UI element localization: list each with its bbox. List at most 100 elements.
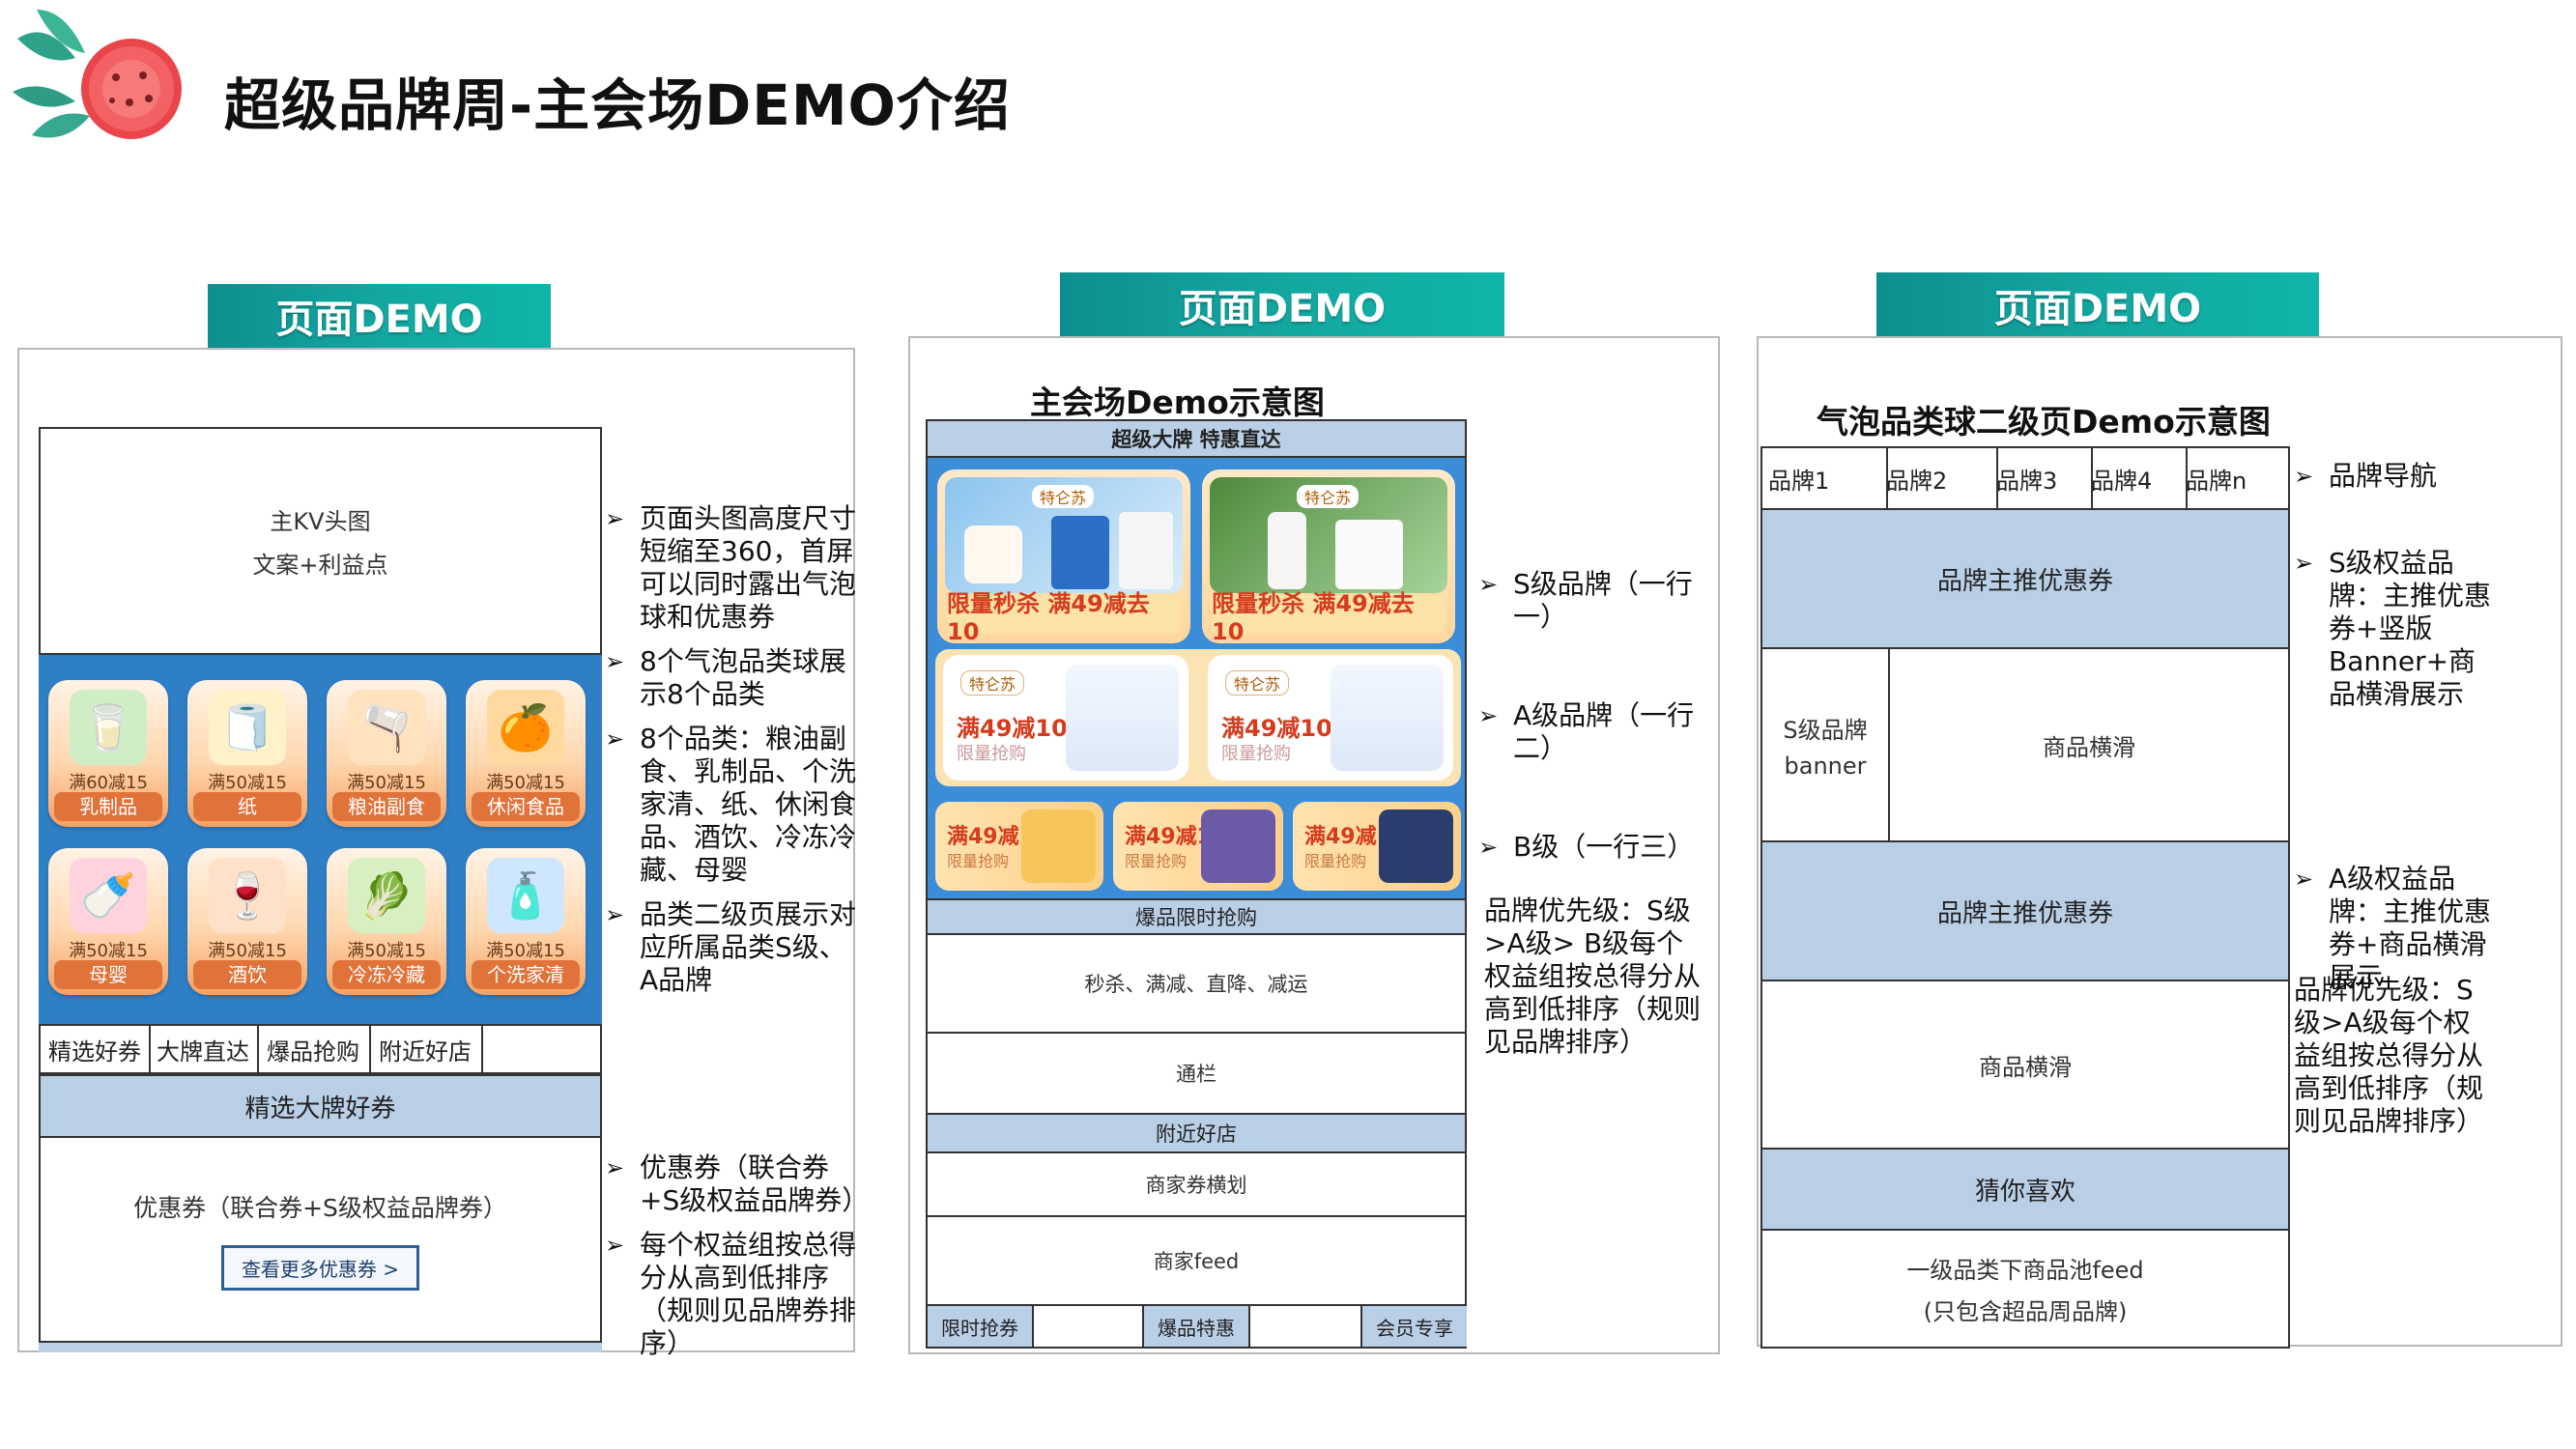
category-price: 满50减15	[347, 773, 426, 793]
milk-box-icon	[1066, 665, 1179, 771]
brand-tag: 特仑苏	[1297, 485, 1360, 508]
category-name: 粮油副食	[332, 792, 441, 821]
product-image: 特仑苏	[945, 477, 1183, 593]
milk-box-icon	[1119, 512, 1173, 589]
milk-box-icon	[1335, 520, 1403, 589]
category-price: 满50减15	[208, 941, 287, 961]
banner-line2: banner	[1784, 752, 1867, 780]
milk-bottle-icon	[1268, 512, 1306, 589]
cookie-pack-icon	[1379, 810, 1453, 883]
bottle-icon	[1200, 810, 1275, 883]
promo-price: 满49减10	[957, 715, 1068, 742]
category-name: 休闲食品	[472, 792, 580, 821]
promo-s-1[interactable]: 特仑苏 限量秒杀 满49减去10	[937, 469, 1190, 643]
category-price: 满50减15	[347, 941, 426, 961]
promo-sub: 限量抢购	[1304, 852, 1367, 870]
note-item: 页面头图高度尺寸短缩至360，首屏可以同时露出气泡球和优惠券	[605, 502, 856, 634]
nav-item-coupons[interactable]: 精选好券	[41, 1026, 151, 1072]
coupon-section: 优惠券（联合券+S级权益品牌券） 查看更多优惠券 >	[39, 1138, 602, 1343]
s-brand-banner: S级品牌 banner	[1760, 649, 1890, 842]
demo2-note-s: S级品牌（一行一）	[1478, 568, 1720, 645]
category-name: 冷冻冷藏	[332, 960, 441, 989]
demo2-header-bar: 超级大牌 特惠直达	[926, 419, 1467, 458]
note-s-brand: S级权益品牌：主推优惠券+竖版Banner+商品横滑展示	[2294, 547, 2501, 711]
demo3-subtitle: 气泡品类球二级页Demo示意图	[1817, 403, 2271, 440]
tab-hot-deals[interactable]: 爆品特惠	[1142, 1306, 1250, 1347]
banner-row: 通栏	[926, 1034, 1467, 1115]
demo3-tab: 页面DEMO	[1876, 272, 2319, 338]
guess-you-like: 猜你喜欢	[1760, 1150, 2290, 1231]
promo-sub: 限量抢购	[1221, 744, 1291, 764]
note-item: 优惠券（联合券+S级权益品牌券）	[605, 1151, 869, 1217]
brand-tab[interactable]: 品牌2	[1880, 448, 1998, 508]
promo-ribbon: 限量秒杀 满49减去10	[1212, 590, 1445, 643]
note-brand-nav: 品牌导航	[2294, 460, 2555, 493]
demo1-nav-bar: 精选好券 大牌直达 爆品抢购 附近好店	[39, 1024, 602, 1074]
snack-pack-icon	[1021, 810, 1096, 883]
note-s-level: S级品牌（一行一）	[1478, 568, 1720, 634]
nav-item-nearby[interactable]: 附近好店	[369, 1026, 483, 1072]
note-item: 8个品类：粮油副食、乳制品、个洗家清、纸、休闲食品、酒饮、冷冻冷藏、母婴	[605, 723, 856, 887]
section-title-coupons: 精选大牌好券	[39, 1074, 602, 1138]
brand-tab[interactable]: 品牌n	[2186, 467, 2247, 495]
promo-b-3[interactable]: 满49减10 限量抢购	[1293, 802, 1461, 891]
nearby-title: 附近好店	[926, 1115, 1467, 1153]
tab-member[interactable]: 会员专享	[1360, 1306, 1467, 1347]
wine-icon: 🍷	[209, 858, 286, 933]
more-coupons-button[interactable]: 查看更多优惠券 >	[220, 1244, 420, 1291]
milk-glass-icon	[964, 526, 1022, 583]
oil-icon: 🫗	[348, 690, 425, 765]
promo-sub: 限量抢购	[947, 852, 1010, 870]
promo-sub: 限量抢购	[1125, 852, 1188, 870]
demo2-note-b: B级（一行三）	[1478, 831, 1720, 875]
promo-a-2[interactable]: 特仑苏 满49减10 限量抢购	[1208, 655, 1453, 781]
category-name: 乳制品	[54, 792, 162, 821]
demo3-note-nav: 品牌导航	[2294, 460, 2555, 504]
page-title: 超级品牌周-主会场DEMO介绍	[224, 72, 1011, 138]
brand-tag: 特仑苏	[1225, 670, 1290, 696]
nav-item-hot[interactable]: 爆品抢购	[257, 1026, 371, 1072]
demo3-note-a: A级权益品牌：主推优惠券+商品横滑展示	[2294, 863, 2501, 1006]
feed-line1: 一级品类下商品池feed	[1906, 1257, 2144, 1284]
logo	[8, 0, 182, 164]
a-brand-goods-scroll[interactable]: 商品横滑	[1760, 981, 2290, 1150]
demo2-promo-area: 特仑苏 限量秒杀 满49减去10 特仑苏 限量秒杀 满49减去10 特仑苏 满4…	[926, 458, 1467, 898]
tab-flash-coupon[interactable]: 限时抢券	[928, 1306, 1034, 1347]
category-price: 满50减15	[208, 773, 287, 793]
flash-sale-title: 爆品限时抢购	[926, 898, 1467, 935]
category-feed: 一级品类下商品池feed (只包含超品周品牌)	[1760, 1231, 2290, 1349]
note-a-brand: A级权益品牌：主推优惠券+商品横滑展示	[2294, 863, 2501, 994]
note-b-level: B级（一行三）	[1478, 831, 1720, 864]
brand-tab[interactable]: 品牌1	[1762, 448, 1888, 508]
baby-bottle-icon: 🍼	[70, 858, 147, 933]
milk-box-icon	[1051, 516, 1109, 589]
note-item: 品类二级页展示对应所属品类S级、A品牌	[605, 898, 856, 997]
kv-line2: 文案+利益点	[252, 552, 388, 579]
promo-sub: 限量抢购	[957, 744, 1026, 764]
demo2-subtitle: 主会场Demo示意图	[1030, 384, 1325, 421]
tissue-icon: 🧻	[209, 690, 286, 765]
promo-ribbon: 限量秒杀 满49减去10	[947, 590, 1181, 643]
s-brand-goods-scroll[interactable]: 商品横滑	[1890, 649, 2290, 842]
coupon-text: 优惠券（联合券+S级权益品牌券）	[133, 1193, 507, 1222]
merchant-feed-row: 商家feed	[926, 1217, 1467, 1306]
nav-item-brands[interactable]: 大牌直达	[149, 1026, 259, 1072]
product-image: 特仑苏	[1210, 477, 1447, 593]
promo-b-2[interactable]: 满49减10 限量抢购	[1113, 802, 1283, 891]
category-price: 满50减15	[486, 941, 565, 961]
promo-s-2[interactable]: 特仑苏 限量秒杀 满49减去10	[1202, 469, 1455, 643]
promo-a-1[interactable]: 特仑苏 满49减10 限量抢购	[943, 655, 1188, 781]
brand-tab[interactable]: 品牌3	[1990, 448, 2093, 508]
brand-tab[interactable]: 品牌4	[2085, 448, 2188, 508]
promo-b-1[interactable]: 满49减10 限量抢购	[935, 802, 1103, 891]
note-item: 每个权益组按总得分从高到低排序（规则见品牌券排序）	[605, 1229, 861, 1360]
